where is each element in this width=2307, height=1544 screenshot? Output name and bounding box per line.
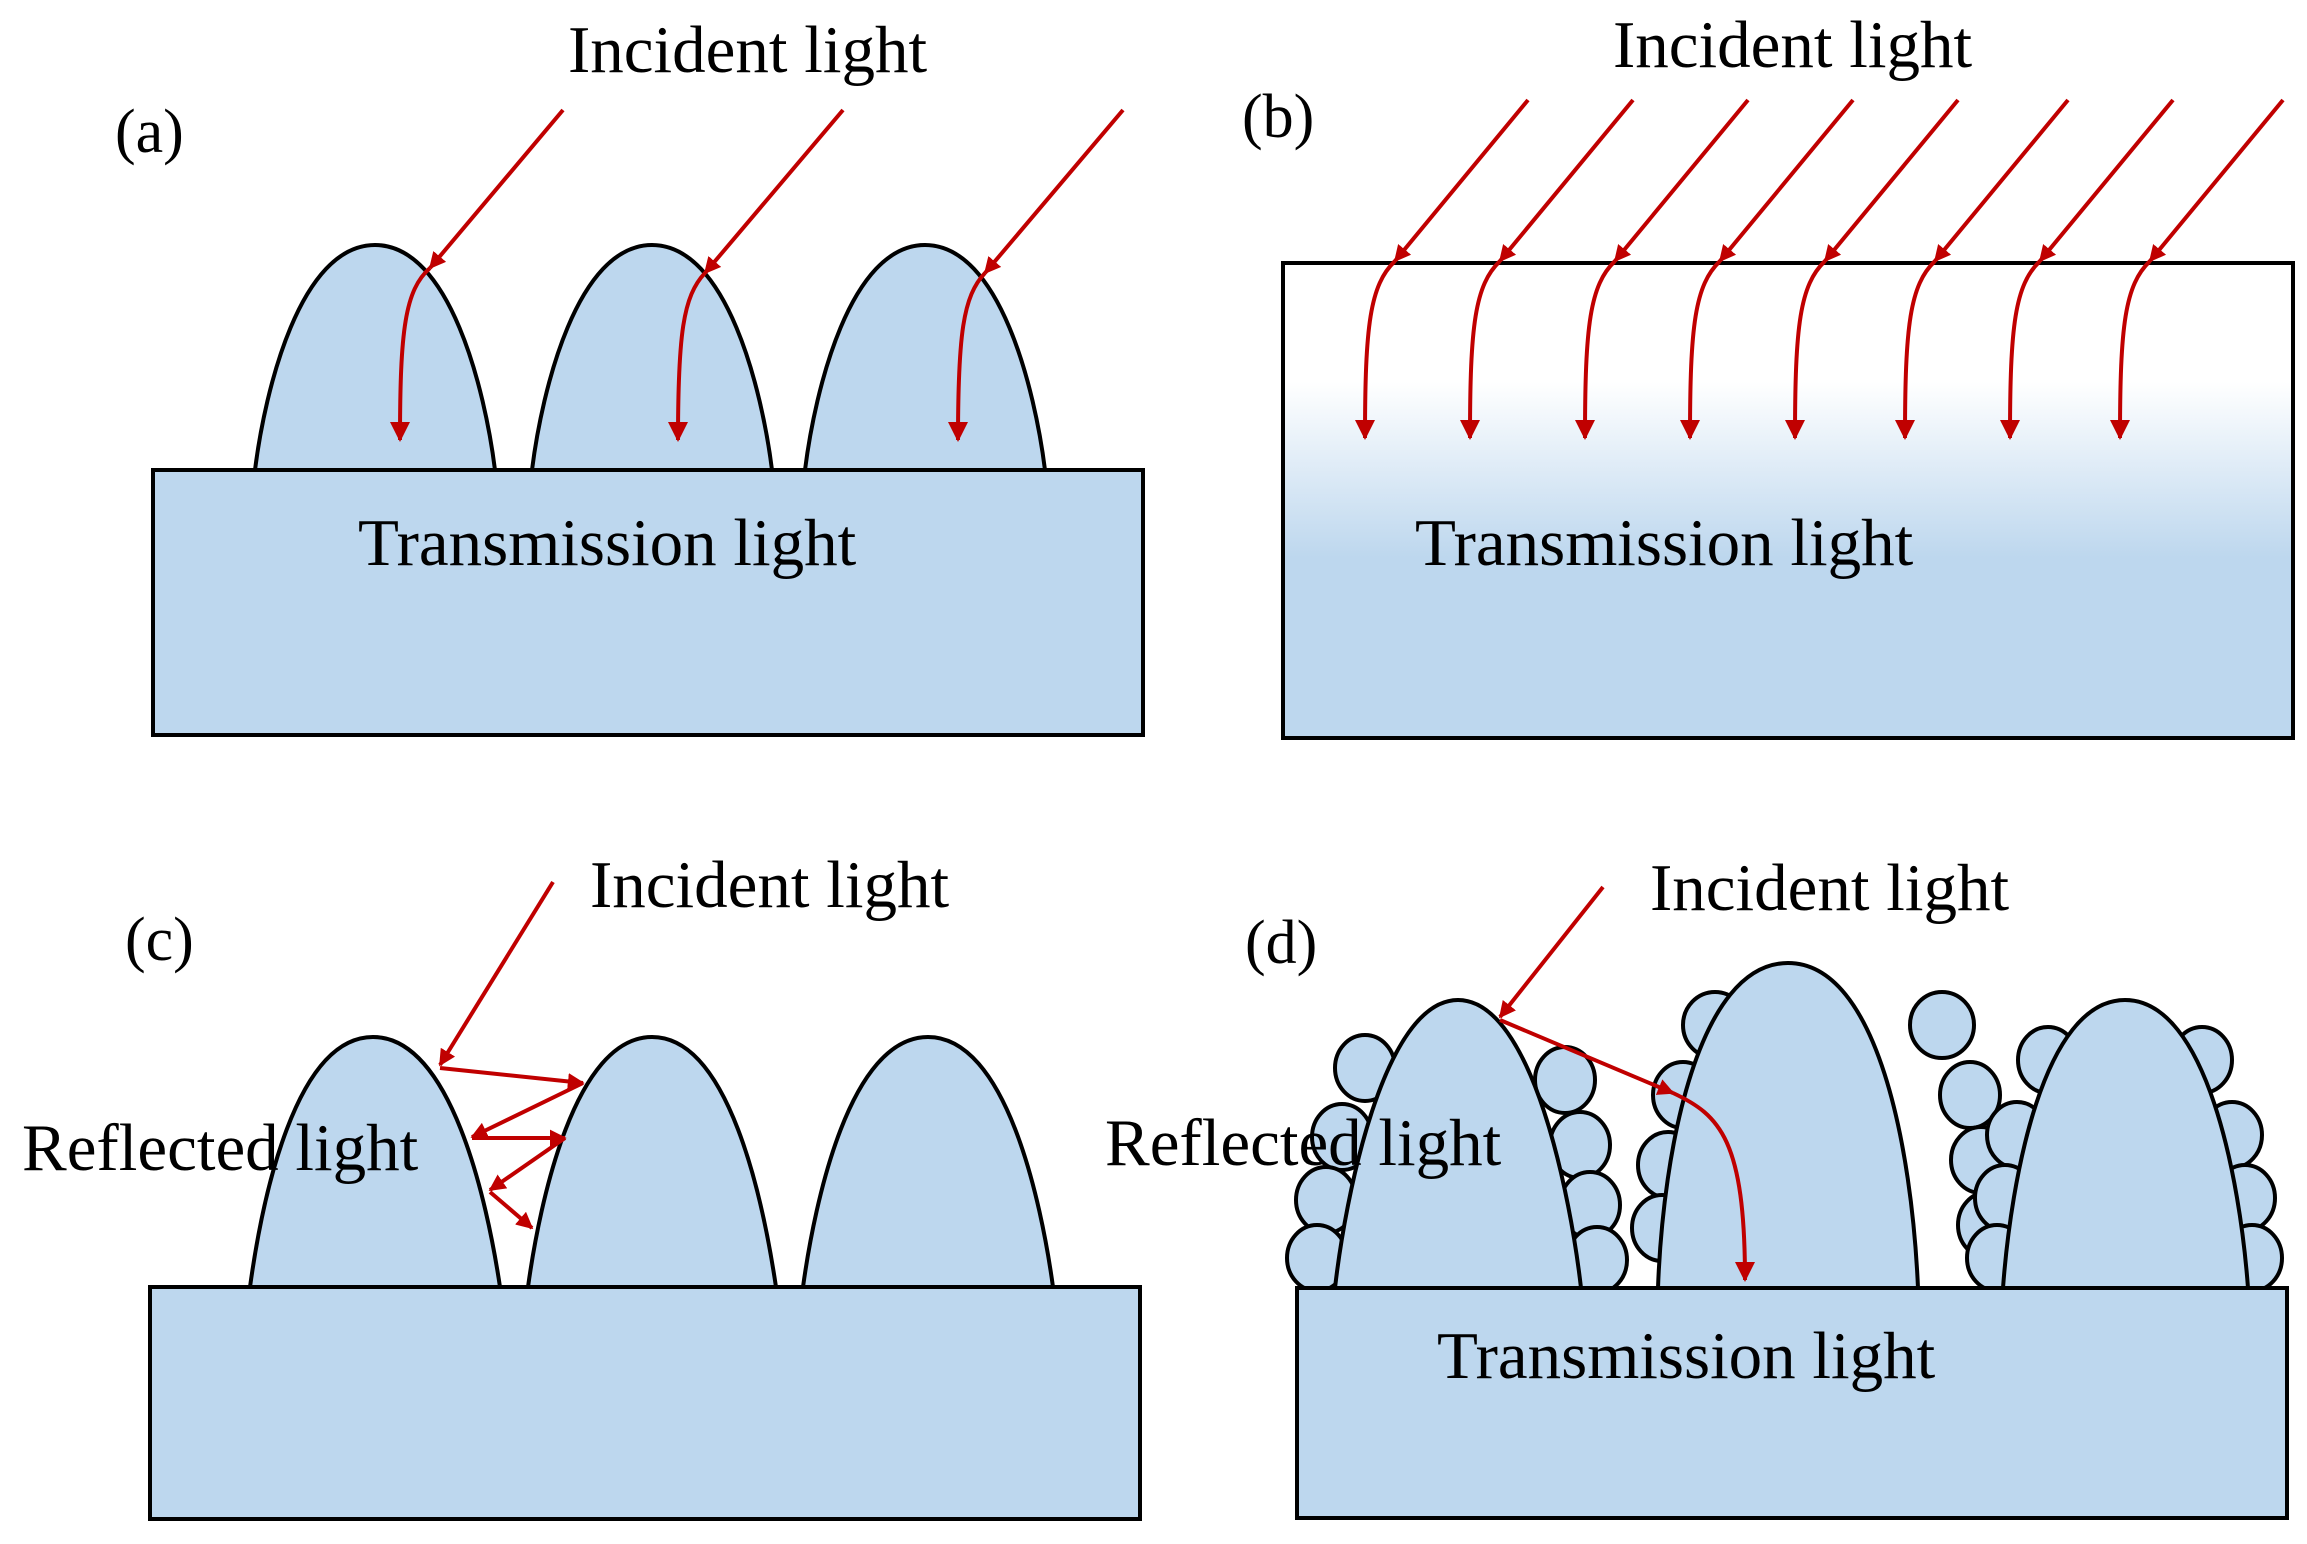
- incident-arrow: [1393, 98, 1530, 263]
- panel-a-microlenses: [252, 242, 1048, 472]
- transmitted-arrow: [1785, 259, 1827, 440]
- panel-a-transmission-label: Transmission light: [358, 506, 857, 580]
- panel-b-transmission-label: Transmission light: [1415, 506, 1914, 580]
- transmitted-arrow: [1355, 259, 1397, 440]
- transmitted-arrow: [948, 271, 987, 442]
- panel-d-reflected-label: Reflected light: [1105, 1106, 1502, 1180]
- incident-arrow: [428, 108, 565, 270]
- transmitted-arrow: [1895, 259, 1937, 440]
- panel-b-incident-label: Incident light: [1613, 8, 1972, 82]
- panel-c-incident-label: Incident light: [590, 848, 949, 922]
- microlens: [1655, 960, 1921, 1290]
- nano-bump: [1908, 990, 1976, 1060]
- reflected-arrow: [1499, 1018, 1675, 1095]
- panel-d-microlenses: [1332, 960, 2251, 1290]
- incident-arrow: [1498, 98, 1635, 263]
- panel-b: (b) Incident light Transmission light: [1242, 8, 2295, 740]
- panel-c-light-rays: [438, 880, 585, 1230]
- reflected-arrow: [470, 1081, 584, 1139]
- incident-arrow: [1718, 98, 1855, 263]
- panel-d-incident-label: Incident light: [1650, 851, 2009, 925]
- incident-arrow: [1933, 98, 2070, 263]
- microlens: [525, 1034, 779, 1289]
- panel-c-tag: (c): [125, 906, 194, 974]
- panel-b-light-rays: [1355, 98, 2285, 440]
- microlens: [529, 242, 775, 472]
- reflected-arrow: [439, 1066, 585, 1090]
- panel-a-light-rays: [390, 108, 1125, 442]
- microlens: [252, 242, 498, 472]
- transmitted-arrow: [1672, 1091, 1755, 1282]
- transmitted-arrow: [1460, 259, 1502, 440]
- panel-a-incident-label: Incident light: [568, 13, 927, 87]
- panel-d-substrate: [1295, 1286, 2289, 1520]
- panel-b-tag: (b): [1242, 83, 1314, 151]
- panel-a-tag: (a): [115, 98, 184, 166]
- transmitted-arrow: [1575, 259, 1617, 440]
- panel-d-light-rays: [1498, 885, 1755, 1282]
- microlens: [802, 242, 1048, 472]
- panel-d: (d) Incident light: [1105, 851, 2289, 1520]
- panel-c-substrate: [148, 1285, 1142, 1521]
- panel-d-transmission-label: Transmission light: [1437, 1319, 1936, 1393]
- panel-d-tag: (d): [1245, 909, 1317, 977]
- reflected-arrow: [488, 1190, 534, 1230]
- reflected-arrow: [488, 1136, 567, 1192]
- incident-arrow: [2038, 98, 2175, 263]
- incident-arrow: [2148, 98, 2285, 263]
- panel-c: (c) Incident light Reflected light: [22, 848, 1142, 1521]
- panel-c-reflected-label: Reflected light: [22, 1111, 419, 1185]
- transmitted-arrow: [2110, 259, 2152, 440]
- incident-arrow: [1613, 98, 1750, 263]
- incident-arrow: [983, 108, 1125, 275]
- transmitted-arrow: [1680, 259, 1722, 440]
- microlens: [247, 1034, 503, 1289]
- incident-arrow: [703, 108, 845, 275]
- incident-arrow: [1823, 98, 1960, 263]
- incident-arrow: [1498, 885, 1605, 1019]
- microlens: [800, 1034, 1056, 1289]
- transmitted-arrow: [668, 271, 707, 442]
- panel-c-microlenses: [247, 1034, 1056, 1289]
- microlens: [1332, 997, 1584, 1290]
- panel-a-substrate: [151, 468, 1145, 737]
- panel-a: (a) Incident light Transmission light: [115, 13, 1145, 737]
- transmitted-arrow: [2000, 259, 2042, 440]
- transmitted-arrow: [390, 266, 432, 442]
- incident-arrow: [438, 880, 555, 1067]
- panel-b-substrate: [1281, 261, 2295, 740]
- microlens: [2000, 997, 2251, 1290]
